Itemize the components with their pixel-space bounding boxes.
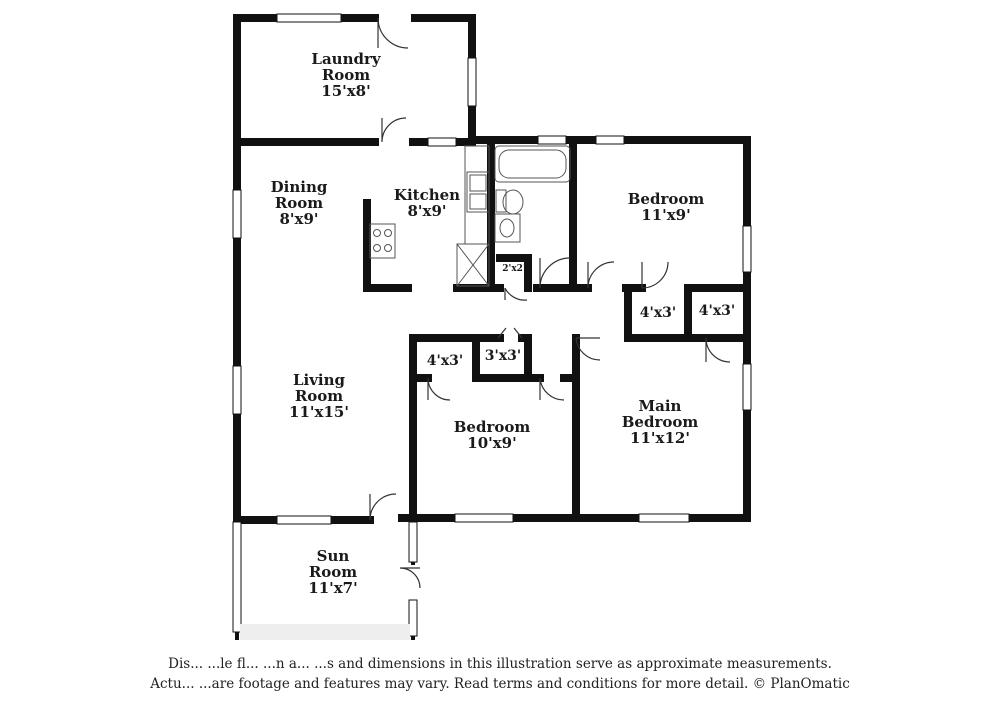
bedroom-ne-name: Bedroom [628,190,705,208]
disclaimer-line-1: Dis... ...le fl... ...n a... ...s and di… [168,656,832,672]
dining-room-name: Dining [271,178,328,196]
living-room-size: 11'x15' [289,403,349,421]
kitchen-size: 8'x9' [407,202,446,220]
laundry-room-name-2: Room [322,66,370,84]
windows [232,13,752,637]
dining-room-name-2: Room [275,194,323,212]
bedroom-mid-size: 10'x9' [467,434,516,452]
living-room-name: Living [293,371,346,389]
watermark-block [240,624,410,640]
closet-4x3-a-label: 4'x3' [640,305,676,321]
dining-room-size: 8'x9' [279,210,318,228]
closet-4x3-b-label: 4'x3' [699,303,735,319]
sun-room-name: Sun [317,547,350,565]
laundry-room-name: Laundry [311,50,381,68]
sun-room-name-2: Room [309,563,357,581]
closet-4x3-c-label: 4'x3' [427,353,463,369]
disclaimer-line-2: Actu... ...are footage and features may … [150,676,850,692]
kitchen-name: Kitchen [394,186,460,204]
main-bedroom-name-2: Bedroom [622,413,699,431]
closet-2x2-label: 2'x2' [502,264,525,274]
bedroom-ne-size: 11'x9' [641,206,690,224]
closet-3x3-label: 3'x3' [485,348,521,364]
bedroom-mid-name: Bedroom [454,418,531,436]
main-bedroom-name: Main [639,397,682,415]
main-bedroom-size: 11'x12' [630,429,690,447]
doors [369,17,731,589]
living-room-name-2: Room [295,387,343,405]
sun-room-size: 11'x7' [308,579,357,597]
laundry-room-size: 15'x8' [321,82,370,100]
fixtures [369,145,571,287]
